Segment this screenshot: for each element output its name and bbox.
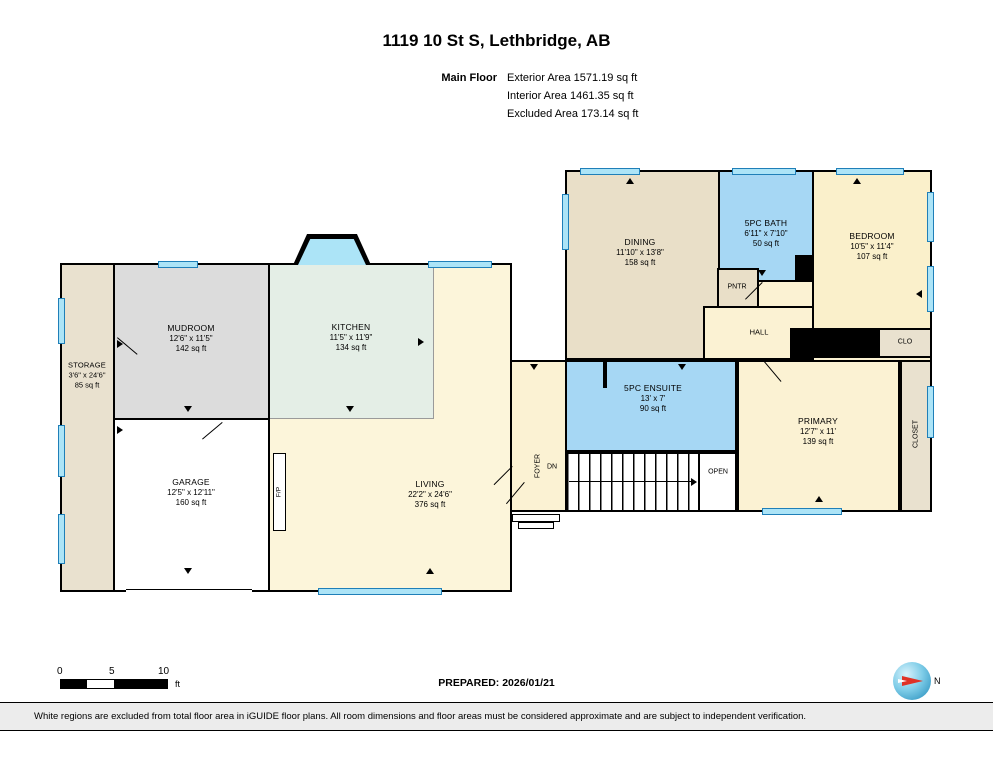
window-bedroom-top xyxy=(836,168,904,175)
door-marker-icon xyxy=(184,568,192,574)
entry-step-2 xyxy=(518,522,554,529)
label-hall: HALL xyxy=(749,327,769,337)
room-label-storage: STORAGE 3'6" x 24'6" 85 sq ft xyxy=(68,360,106,389)
compass-needle-icon xyxy=(902,676,923,686)
scale-bar-graphic xyxy=(60,679,168,689)
window-storage-left-3 xyxy=(58,514,65,564)
fireplace xyxy=(273,453,286,531)
open-to-below xyxy=(698,452,737,512)
window-bath-top xyxy=(732,168,796,175)
window-primary-bottom xyxy=(762,508,842,515)
scale-unit: ft xyxy=(175,679,181,689)
compass-north-label: N xyxy=(934,676,941,686)
door-marker-icon xyxy=(815,496,823,502)
room-label-ensuite: 5PC ENSUITE 13' x 7' 90 sq ft xyxy=(624,383,682,414)
door-marker-icon xyxy=(426,568,434,574)
area-stats: Exterior Area 1571.19 sq ft Interior Are… xyxy=(507,69,638,123)
room-storage xyxy=(60,263,115,592)
room-label-garage: GARAGE 12'5" x 12'11" 160 sq ft xyxy=(167,477,215,508)
window-dining-top xyxy=(580,168,640,175)
room-primary xyxy=(737,360,900,512)
bay-window-glass xyxy=(298,239,366,265)
scale-tick-10: 10 xyxy=(158,666,170,677)
label-closet: CLOSET xyxy=(912,419,920,449)
scale-tick-0: 0 xyxy=(57,666,63,677)
exterior-area: Exterior Area 1571.19 sq ft xyxy=(507,72,638,84)
prepared-date: PREPARED: 2026/01/21 xyxy=(438,677,555,689)
garage-door xyxy=(126,589,252,593)
room-label-living: LIVING 22'2" x 24'6" 376 sq ft xyxy=(408,479,452,510)
floor-plan: STORAGE 3'6" x 24'6" 85 sq ft MUDROOM 12… xyxy=(58,168,934,595)
stairs-arrow-line xyxy=(569,481,693,482)
door-marker-icon xyxy=(853,178,861,184)
compass: N xyxy=(893,660,945,704)
window-closet-right xyxy=(927,386,934,438)
window-storage-left-2 xyxy=(58,425,65,477)
door-marker-icon xyxy=(530,364,538,370)
door-marker-icon xyxy=(678,364,686,370)
excluded-area: Excluded Area 173.14 sq ft xyxy=(507,108,639,120)
room-dining xyxy=(565,170,720,360)
label-pantry: PNTR xyxy=(727,283,747,291)
label-foyer: FOYER xyxy=(534,453,542,479)
interior-area: Interior Area 1461.35 sq ft xyxy=(507,90,634,102)
room-label-bedroom: BEDROOM 10'5" x 11'4" 107 sq ft xyxy=(849,231,895,262)
room-bedroom xyxy=(812,170,932,330)
door-marker-icon xyxy=(117,426,123,434)
room-label-bath: 5PC BATH 6'11" x 7'10" 50 sq ft xyxy=(744,218,788,249)
room-label-dining: DINING 11'10" x 13'8" 158 sq ft xyxy=(616,237,664,268)
label-open: OPEN xyxy=(708,468,728,476)
stairs-down xyxy=(565,452,700,512)
floor-summary: Main Floor Exterior Area 1571.19 sq ft I… xyxy=(404,69,638,123)
window-dining-left xyxy=(562,194,569,250)
scale-tick-5: 5 xyxy=(109,666,115,677)
door-marker-icon xyxy=(346,406,354,412)
door-marker-icon xyxy=(626,178,634,184)
window-storage-left-1 xyxy=(58,298,65,344)
window-bedroom-right-lower xyxy=(927,266,934,312)
label-clo: CLO xyxy=(897,338,913,346)
compass-tail-icon xyxy=(898,679,907,683)
room-ensuite xyxy=(565,360,737,452)
door-marker-icon xyxy=(184,406,192,412)
label-dn: DN xyxy=(546,463,558,471)
entry-step-1 xyxy=(512,514,560,522)
label-fireplace: F/P xyxy=(275,486,283,498)
window-living-bottom xyxy=(318,588,442,595)
door-marker-icon xyxy=(117,340,123,348)
door-marker-icon xyxy=(916,290,922,298)
door-marker-icon xyxy=(758,270,766,276)
room-pantry xyxy=(717,268,759,308)
room-label-mudroom: MUDROOM 12'6" x 11'5" 142 sq ft xyxy=(167,323,215,354)
window-living-top xyxy=(428,261,492,268)
scale-bar: 0 5 10 ft xyxy=(57,666,207,692)
room-garage xyxy=(113,418,270,592)
room-label-primary: PRIMARY 12'7" x 11' 139 sq ft xyxy=(798,416,838,447)
page-title: 1119 10 St S, Lethbridge, AB xyxy=(382,31,611,50)
door-marker-icon xyxy=(418,338,424,346)
floor-label: Main Floor xyxy=(441,72,497,84)
window-mudroom-top xyxy=(158,261,198,268)
disclaimer-bar: White regions are excluded from total fl… xyxy=(0,702,993,731)
wall-stub-ensuite xyxy=(603,360,607,388)
window-bedroom-right-upper xyxy=(927,192,934,242)
stairs-arrow-icon xyxy=(691,478,697,486)
bay-window xyxy=(293,234,371,265)
wall-stub-bath xyxy=(795,255,812,282)
room-label-kitchen: KITCHEN 11'5" x 11'9" 134 sq ft xyxy=(329,322,373,353)
